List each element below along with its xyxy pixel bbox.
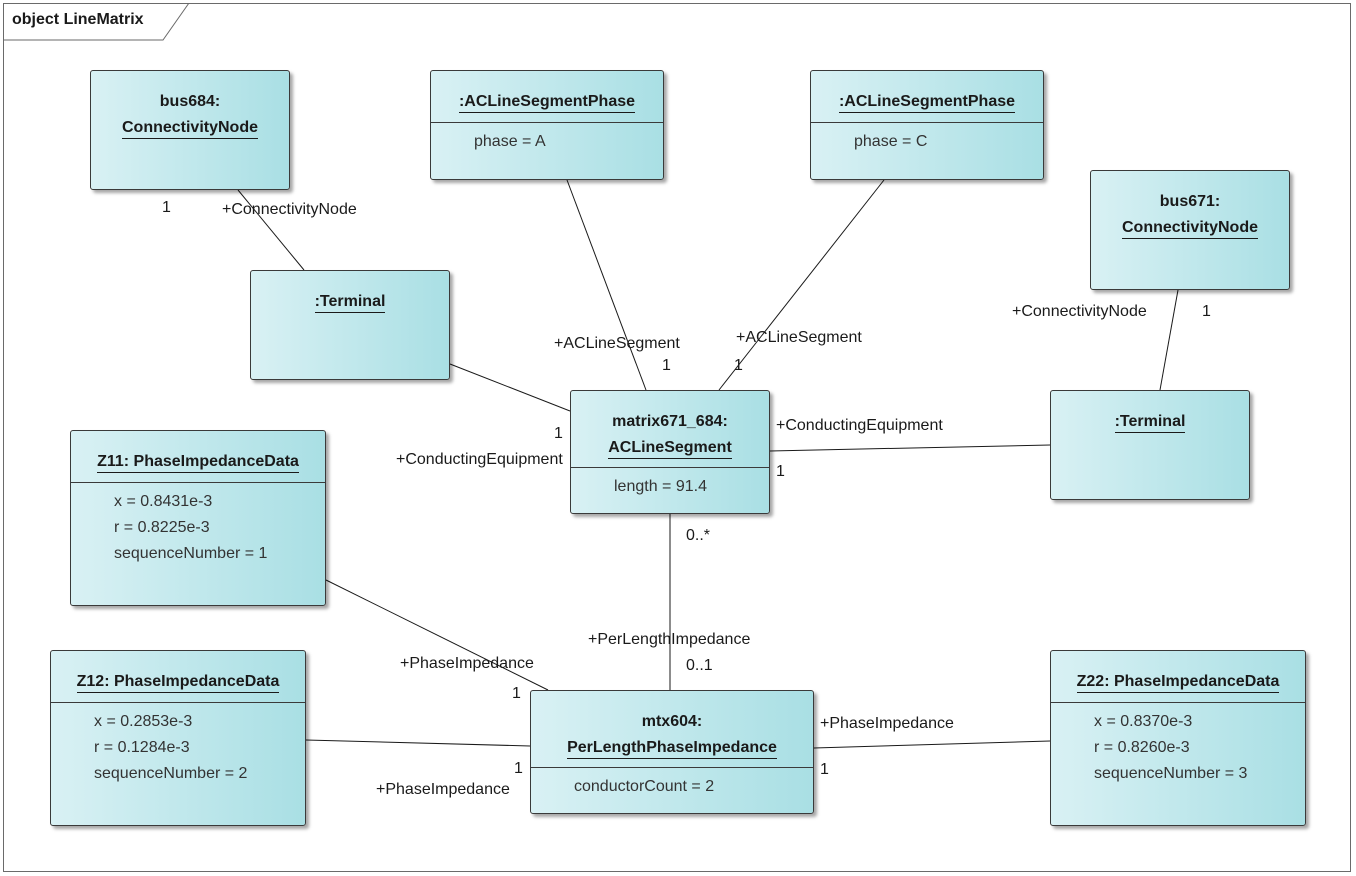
label-impedance-role: +PerLengthImpedance <box>588 631 751 648</box>
object-phase-c[interactable]: :ACLineSegmentPhase phase = C <box>810 70 1044 180</box>
object-terminal-right[interactable]: :Terminal <box>1050 390 1250 500</box>
label-bus671-mult: 1 <box>1202 303 1211 320</box>
label-z11-role: +PhaseImpedance <box>400 655 534 672</box>
object-name: :Terminal <box>1114 412 1186 433</box>
link-terminal-left-segment <box>449 363 571 412</box>
link-phaseC-segment <box>718 179 885 391</box>
attr-x: x = 0.8370e-3 <box>1094 713 1193 730</box>
link-bus671-terminal <box>1159 289 1179 391</box>
label-z12-mult: 1 <box>514 760 523 777</box>
label-phaseC-role: +ACLineSegment <box>736 329 862 346</box>
object-name-line2: ACLineSegment <box>608 438 732 459</box>
label-bus671-role: +ConnectivityNode <box>1012 303 1147 320</box>
label-z12-role: +PhaseImpedance <box>376 781 510 798</box>
object-name: :ACLineSegmentPhase <box>458 92 636 113</box>
object-name: Z22: PhaseImpedanceData <box>1076 672 1280 693</box>
object-per-length-phase-impedance[interactable]: mtx604: PerLengthPhaseImpedance conducto… <box>530 690 814 814</box>
link-z11-impedance <box>325 579 549 691</box>
label-terminal-left-mult: 1 <box>554 425 563 442</box>
object-bus671-connectivity-node[interactable]: bus671: ConnectivityNode <box>1090 170 1290 290</box>
object-z22-phase-impedance-data[interactable]: Z22: PhaseImpedanceData x = 0.8370e-3 r … <box>1050 650 1306 826</box>
label-phaseC-mult: 1 <box>734 357 743 374</box>
object-name: Z11: PhaseImpedanceData <box>97 452 299 473</box>
link-segment-terminal-right <box>769 444 1051 452</box>
label-terminal-left-role: +ConductingEquipment <box>396 451 563 468</box>
label-phaseA-mult: 1 <box>662 357 671 374</box>
label-z11-mult: 1 <box>512 685 521 702</box>
attr-r: r = 0.1284e-3 <box>94 739 190 756</box>
label-z22-mult: 1 <box>820 761 829 778</box>
attr-phase: phase = C <box>854 133 928 150</box>
object-name-line2: ConnectivityNode <box>121 118 258 139</box>
label-bus684-role: +ConnectivityNode <box>222 201 357 218</box>
object-phase-a[interactable]: :ACLineSegmentPhase phase = A <box>430 70 664 180</box>
attr-r: r = 0.8260e-3 <box>1094 739 1190 756</box>
link-z22-impedance <box>813 740 1051 749</box>
attr-length: length = 91.4 <box>614 478 707 495</box>
attr-sequence-number: sequenceNumber = 1 <box>114 545 268 562</box>
object-name: :ACLineSegmentPhase <box>838 92 1016 113</box>
attr-x: x = 0.8431e-3 <box>114 493 213 510</box>
label-z22-role: +PhaseImpedance <box>820 715 954 732</box>
object-name-line1: bus684: <box>159 93 221 110</box>
attr-x: x = 0.2853e-3 <box>94 713 193 730</box>
attr-phase: phase = A <box>474 133 546 150</box>
object-bus684-connectivity-node[interactable]: bus684: ConnectivityNode <box>90 70 290 190</box>
label-terminal-right-role: +ConductingEquipment <box>776 417 943 434</box>
object-name: Z12: PhaseImpedanceData <box>76 672 280 693</box>
diagram-frame <box>3 3 1351 872</box>
label-segment-impedance-mult: 0..* <box>686 527 711 544</box>
object-name: :Terminal <box>314 292 386 313</box>
link-z12-impedance <box>305 739 531 747</box>
object-z11-phase-impedance-data[interactable]: Z11: PhaseImpedanceData x = 0.8431e-3 r … <box>70 430 326 606</box>
frame-tab <box>3 3 190 41</box>
link-bus684-terminal <box>237 189 305 271</box>
object-z12-phase-impedance-data[interactable]: Z12: PhaseImpedanceData x = 0.2853e-3 r … <box>50 650 306 826</box>
object-name-line1: mtx604: <box>641 713 703 730</box>
label-impedance-mult: 0..1 <box>686 657 713 674</box>
frame-title: object LineMatrix <box>12 11 144 28</box>
link-phaseA-segment <box>566 179 647 391</box>
object-name-line2: PerLengthPhaseImpedance <box>567 738 777 759</box>
attr-r: r = 0.8225e-3 <box>114 519 210 536</box>
object-name-line2: ConnectivityNode <box>1121 218 1258 239</box>
object-terminal-left[interactable]: :Terminal <box>250 270 450 380</box>
object-name-line1: bus671: <box>1159 193 1221 210</box>
label-bus684-mult: 1 <box>162 199 171 216</box>
label-phaseA-role: +ACLineSegment <box>554 335 680 352</box>
object-acline-segment[interactable]: matrix671_684: ACLineSegment length = 91… <box>570 390 770 514</box>
attr-conductor-count: conductorCount = 2 <box>574 778 715 795</box>
object-name-line1: matrix671_684: <box>612 413 728 430</box>
attr-sequence-number: sequenceNumber = 3 <box>1094 765 1248 782</box>
attr-sequence-number: sequenceNumber = 2 <box>94 765 248 782</box>
label-terminal-right-mult: 1 <box>776 463 785 480</box>
